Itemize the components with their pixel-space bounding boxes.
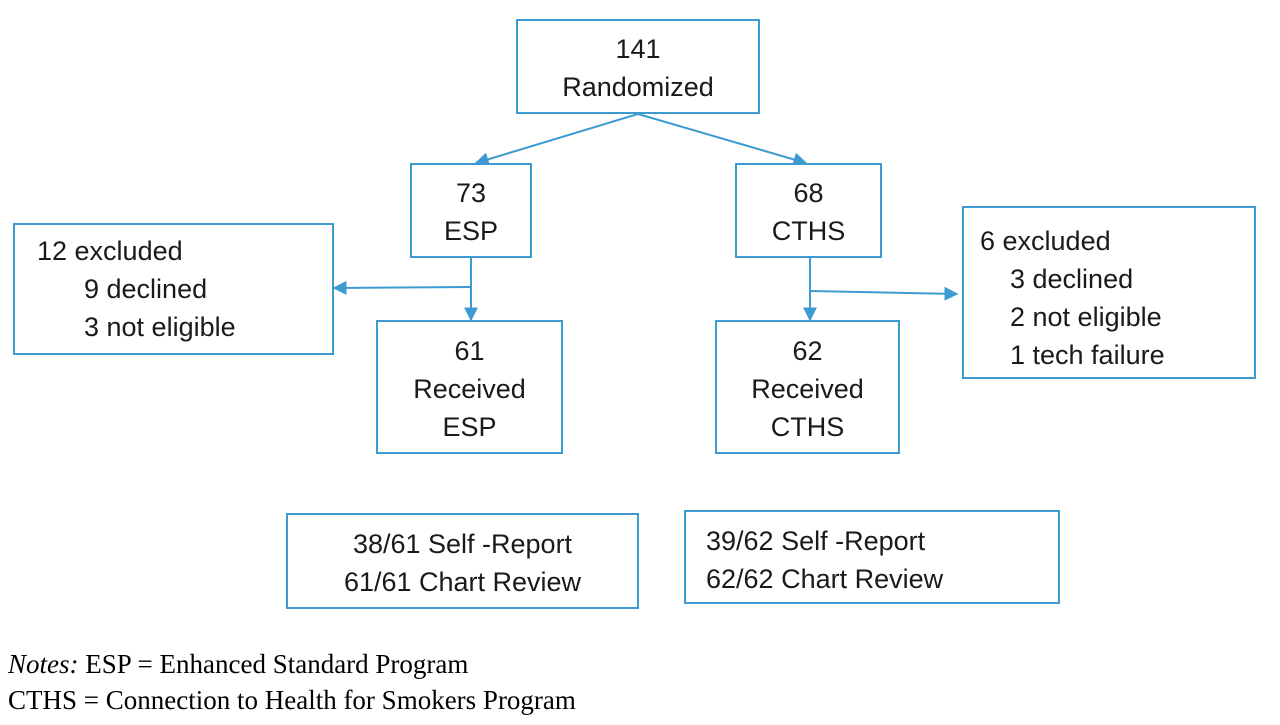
esp-chart-review: 61/61 Chart Review xyxy=(343,567,582,597)
notes-cths-definition: CTHS = Connection to Health for Smokers … xyxy=(8,685,576,715)
esp-outcomes-box: 38/61 Self -Report 61/61 Chart Review xyxy=(286,513,639,609)
esp-self-report: 38/61 Self -Report xyxy=(352,529,573,559)
esp-received-count: 61 xyxy=(454,336,485,366)
cths-outcomes-box: 39/62 Self -Report 62/62 Chart Review xyxy=(684,510,1060,604)
cths-self-report: 39/62 Self -Report xyxy=(706,526,926,556)
esp-count: 73 xyxy=(455,178,487,208)
cths-chart-review: 62/62 Chart Review xyxy=(706,564,944,594)
esp-excluded-box: 12 excluded 9 declined 3 not eligible xyxy=(13,223,334,355)
notes-line-1: Notes: ESP = Enhanced Standard Program xyxy=(8,648,468,680)
arrow-cths-to-excluded xyxy=(809,286,959,301)
cths-received-box: 62 Received CTHS xyxy=(715,320,900,454)
randomized-count: 141 xyxy=(615,34,661,64)
arrow-esp-to-excluded xyxy=(332,280,472,295)
notes-line-2: CTHS = Connection to Health for Smokers … xyxy=(8,684,576,716)
randomized-label: Randomized xyxy=(562,72,714,102)
cths-excluded-not-eligible: 2 not eligible xyxy=(1010,302,1162,332)
esp-received-box: 61 Received ESP xyxy=(376,320,563,454)
cths-excluded-title: 6 excluded xyxy=(980,226,1111,256)
cths-received-arm: CTHS xyxy=(770,412,845,442)
notes-label: Notes: xyxy=(8,649,79,679)
notes-esp-definition: ESP = Enhanced Standard Program xyxy=(85,649,469,679)
cths-received-count: 62 xyxy=(792,336,823,366)
cths-excluded-declined: 3 declined xyxy=(1010,264,1134,294)
esp-received-arm: ESP xyxy=(442,412,497,442)
esp-excluded-title: 12 excluded xyxy=(37,236,183,266)
cths-label: CTHS xyxy=(771,216,846,246)
esp-excluded-declined: 9 declined xyxy=(84,274,208,304)
cths-count: 68 xyxy=(793,178,824,208)
arrow-randomized-to-esp xyxy=(474,113,639,167)
cths-excluded-box: 6 excluded 3 declined 2 not eligible 1 t… xyxy=(962,206,1256,379)
arrow-randomized-to-cths xyxy=(637,113,808,167)
esp-box: 73 ESP xyxy=(410,163,532,258)
esp-excluded-not-eligible: 3 not eligible xyxy=(84,312,236,342)
cths-received-label: Received xyxy=(751,374,864,404)
cths-excluded-tech-failure: 1 tech failure xyxy=(1010,340,1165,370)
esp-label: ESP xyxy=(443,216,499,246)
cths-box: 68 CTHS xyxy=(735,163,882,258)
esp-received-label: Received xyxy=(413,374,526,404)
randomized-box: 141 Randomized xyxy=(516,19,760,114)
